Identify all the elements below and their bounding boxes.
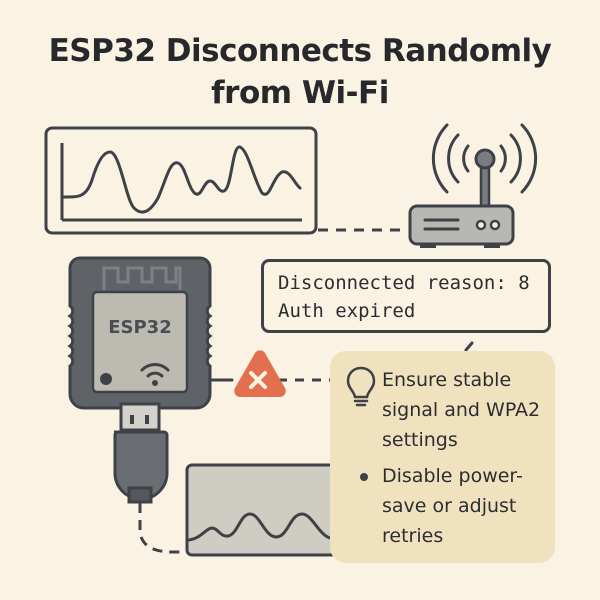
signal-waveform-chart — [44, 126, 318, 235]
connection-line — [464, 341, 474, 352]
usb-cable-icon — [113, 402, 190, 554]
page-title: ESP32 Disconnects Randomly from Wi-Fi — [0, 30, 600, 114]
esp32-module-icon: ESP32 — [67, 256, 213, 410]
bullet-icon — [360, 473, 368, 481]
tips-panel: Ensure stable signal and WPA2 settings D… — [330, 351, 555, 563]
log-message-box: Disconnected reason: 8 Auth expired — [261, 259, 551, 333]
warning-x-icon — [234, 350, 286, 397]
tip-text: Ensure stable signal and WPA2 settings — [382, 369, 541, 451]
serial-monitor-waveform — [185, 463, 339, 557]
log-line-1: Disconnected reason: 8 — [278, 272, 530, 294]
lightbulb-icon — [346, 365, 382, 413]
tip-item: Ensure stable signal and WPA2 settings — [346, 365, 545, 455]
log-line-2: Auth expired — [278, 300, 416, 322]
wifi-router-icon — [408, 123, 538, 248]
title-line-2: from Wi-Fi — [211, 75, 389, 111]
tip-text: Disable power-save or adjust retries — [382, 465, 523, 547]
tip-item: Disable power-save or adjust retries — [346, 461, 545, 551]
title-line-1: ESP32 Disconnects Randomly — [48, 33, 552, 69]
esp32-label: ESP32 — [108, 317, 172, 338]
